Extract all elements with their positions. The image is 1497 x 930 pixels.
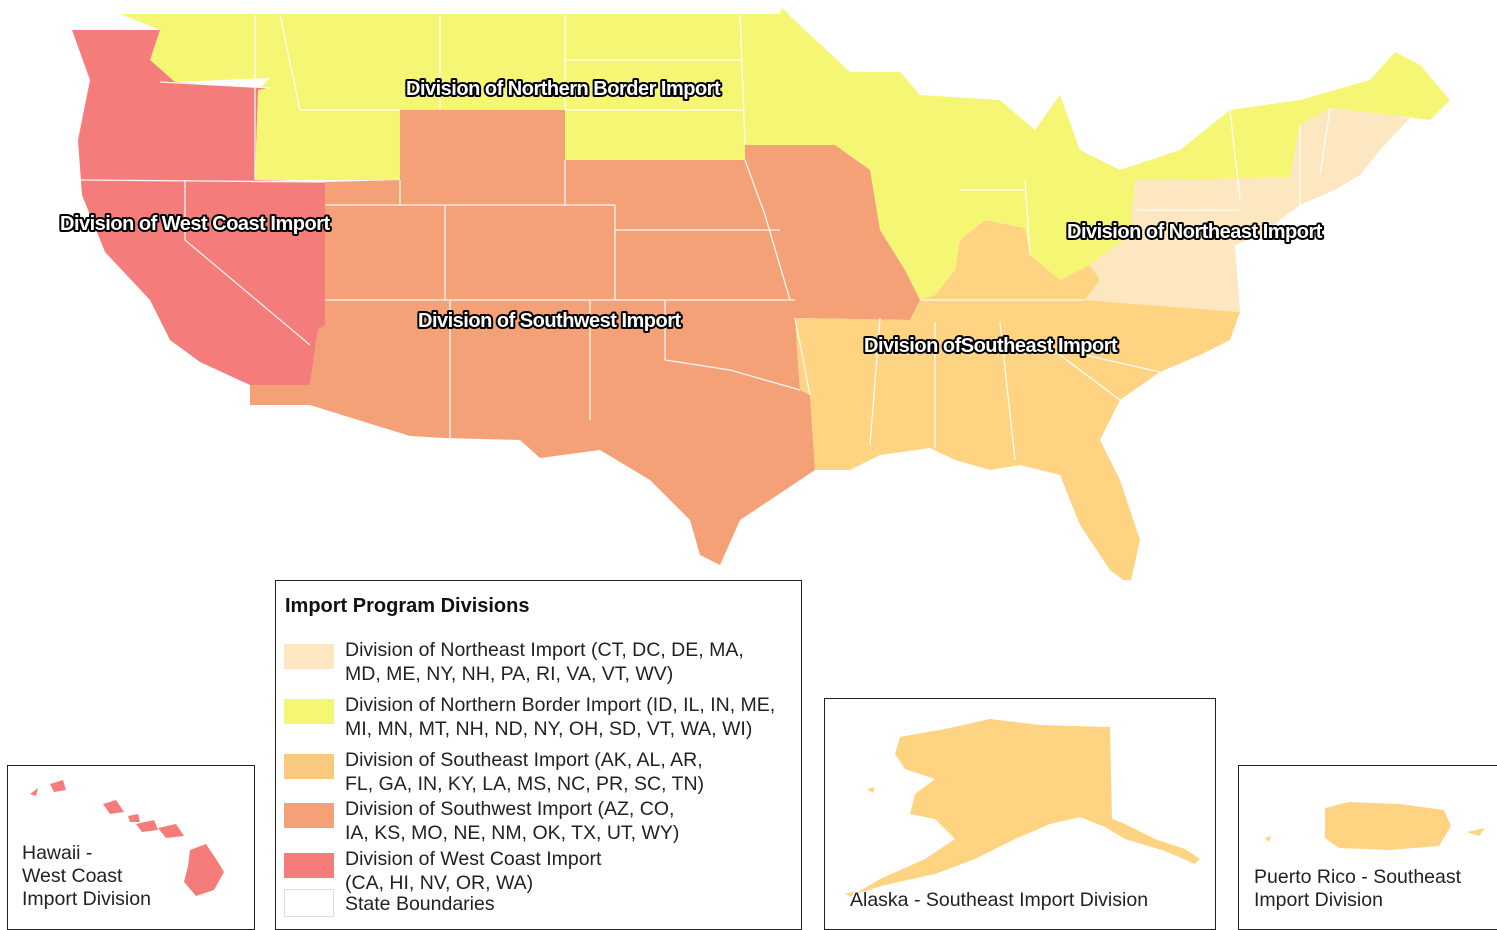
swatch-northeast: [284, 644, 334, 669]
legend-title: Import Program Divisions: [285, 595, 530, 617]
hawaii-label: Hawaii - West Coast Import Division: [22, 842, 151, 910]
region-west-coast: [72, 30, 325, 385]
region-northern-border: [120, 8, 1450, 300]
inset-alaska: Alaska - Southeast Import Division: [824, 698, 1216, 930]
state-boundaries: [79, 14, 1331, 461]
label-northern-border: Division of Northern Border Import: [406, 78, 721, 100]
alaska-label: Alaska - Southeast Import Division: [850, 889, 1149, 911]
legend-label: Division of Northern Border Import (ID, …: [345, 694, 776, 740]
legend-label: Division of Northeast Import (CT, DC, DE…: [345, 639, 744, 685]
label-southwest: Division of Southwest Import: [418, 310, 682, 332]
region-northeast: [1085, 108, 1410, 312]
swatch-southwest: [284, 803, 334, 828]
inset-puerto-rico: Puerto Rico - Southeast Import Division: [1238, 765, 1497, 930]
legend: Import Program Divisions Division of Nor…: [275, 580, 802, 930]
label-northeast: Division of Northeast Import: [1067, 221, 1323, 243]
swatch-northern-border: [284, 699, 334, 724]
inset-hawaii: Hawaii - West Coast Import Division: [7, 765, 255, 930]
legend-label: Division of Southwest Import (AZ, CO, IA…: [345, 798, 680, 844]
puerto-rico-label: Puerto Rico - Southeast Import Division: [1254, 866, 1462, 911]
legend-label: State Boundaries: [345, 893, 495, 915]
swatch-state-boundaries: [284, 889, 334, 917]
us-division-map: Division of Northern Border Import Divis…: [58, 8, 1450, 580]
region-southwest: [250, 110, 920, 565]
swatch-west-coast: [284, 853, 334, 878]
label-southeast: Division ofSoutheast Import: [864, 335, 1118, 357]
hawaii-shape: [30, 780, 224, 896]
alaska-shape: [845, 719, 1200, 897]
legend-label: Division of West Coast Import (CA, HI, N…: [345, 848, 602, 894]
swatch-southeast: [284, 754, 334, 779]
puerto-rico-shape: [1265, 802, 1485, 850]
region-southeast: [795, 220, 1240, 580]
label-west-coast: Division of West Coast Import: [60, 213, 330, 235]
legend-label: Division of Southeast Import (AK, AL, AR…: [345, 749, 705, 795]
